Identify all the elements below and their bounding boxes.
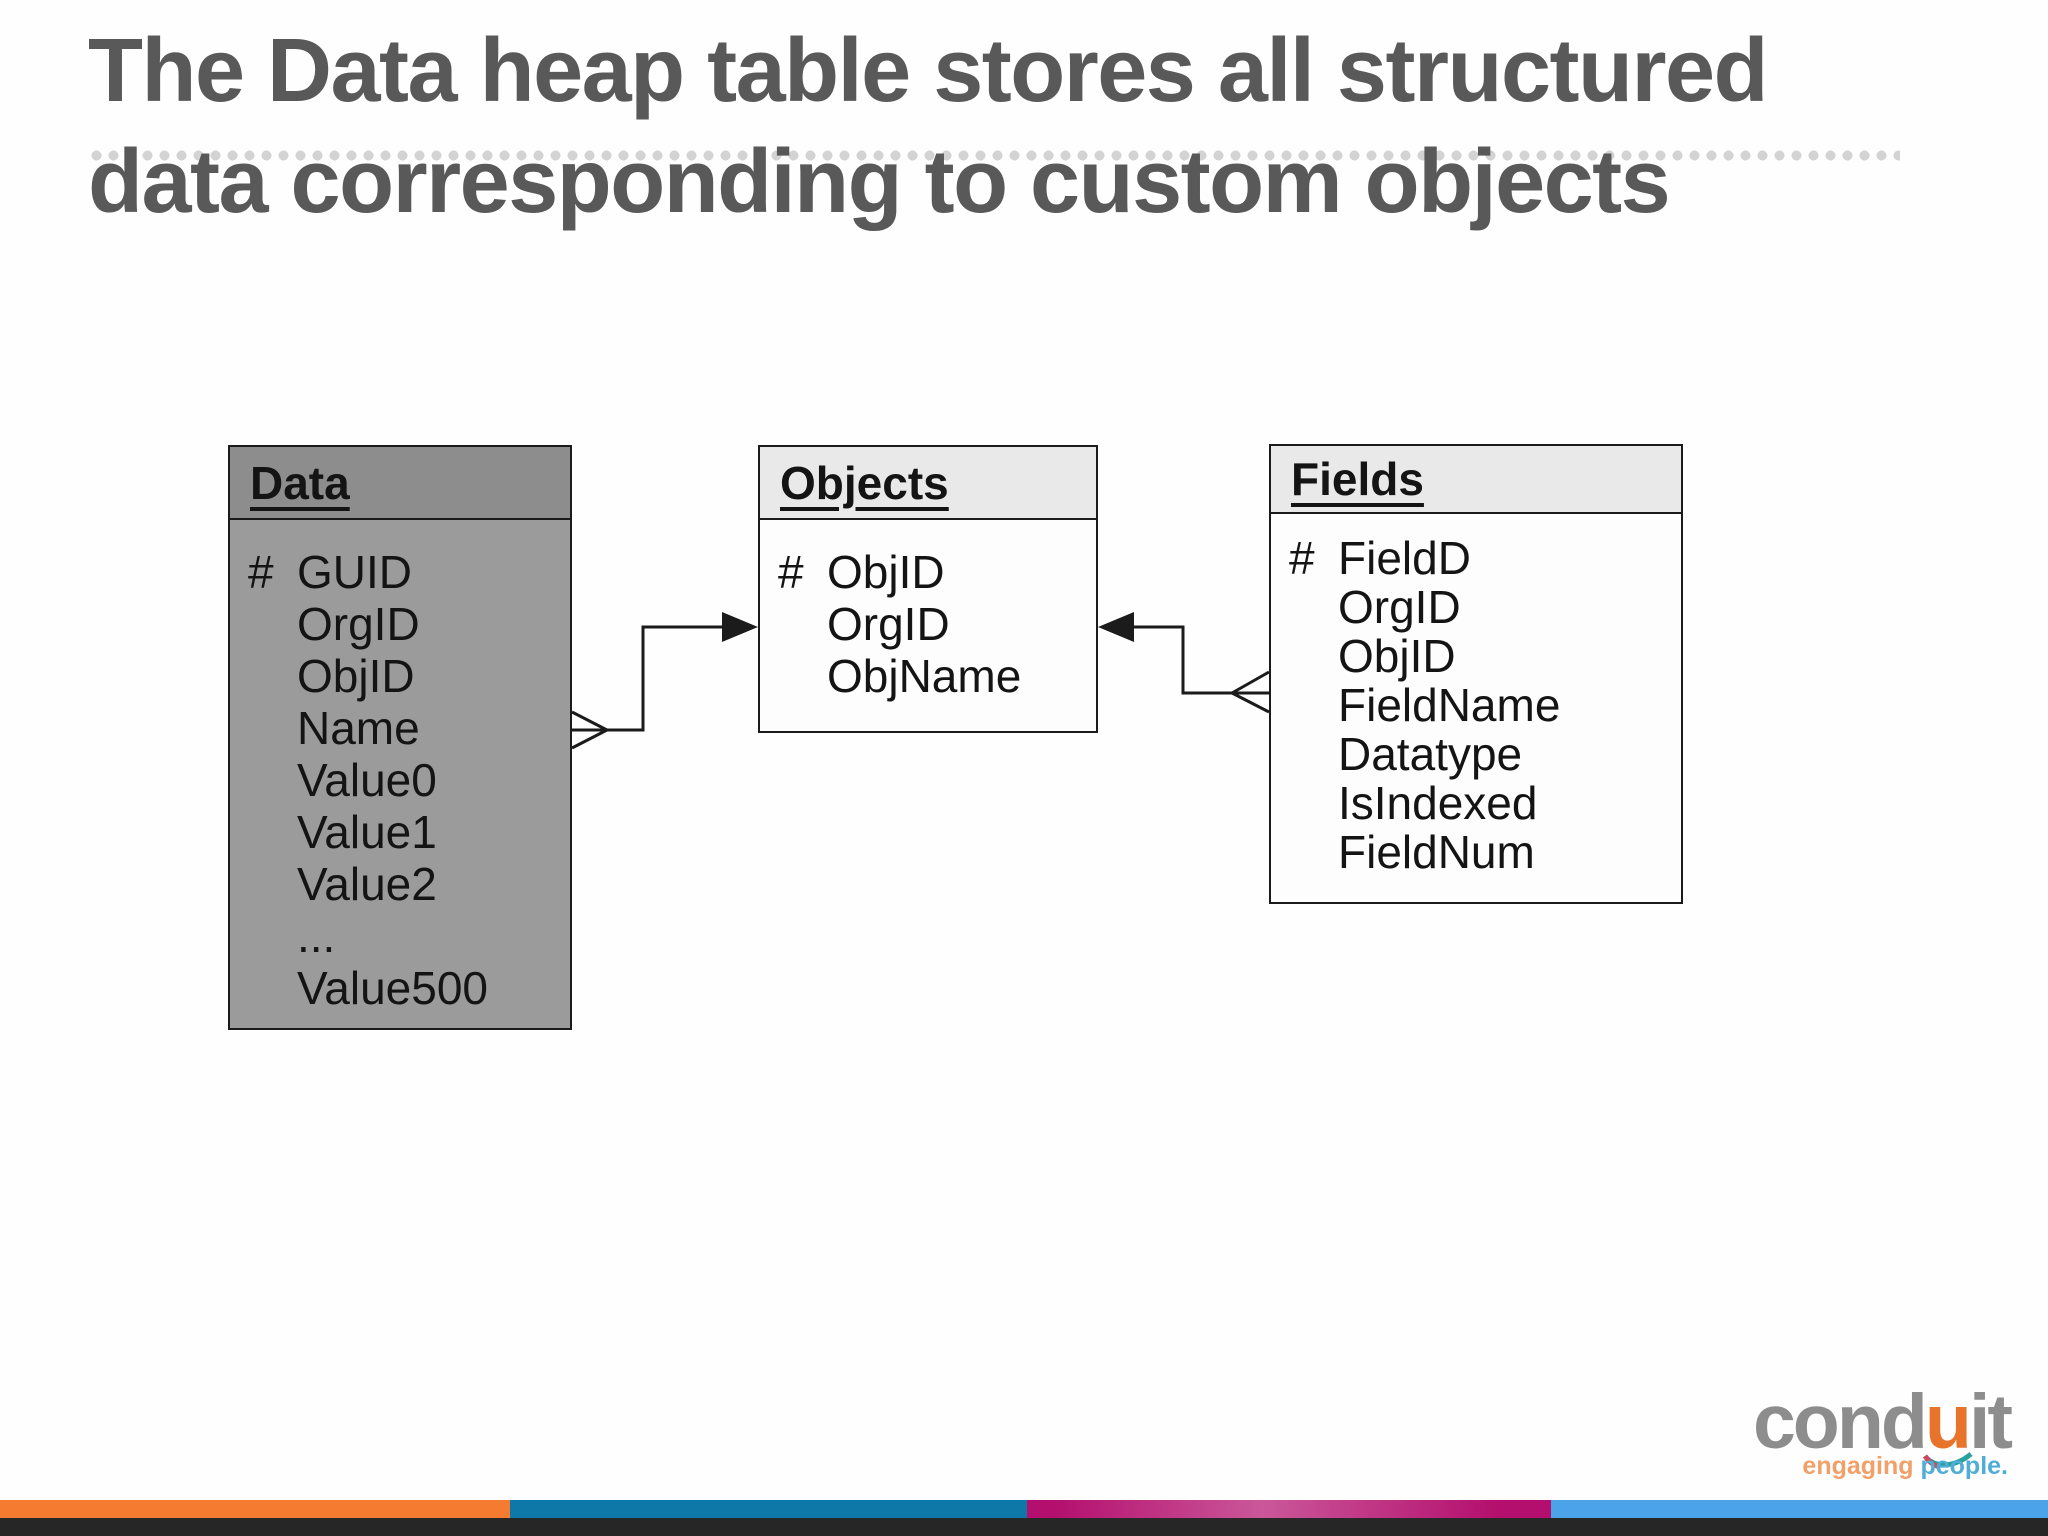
table-header: Data: [230, 447, 570, 520]
table-row: # GUID: [230, 546, 570, 598]
footer-stripe-orange: [0, 1500, 510, 1518]
primary-key-marker: [1289, 730, 1338, 779]
primary-key-marker: [248, 910, 297, 962]
table-row: Value2: [230, 858, 570, 910]
table-row: Value1: [230, 806, 570, 858]
field-name: ObjName: [827, 650, 1022, 702]
dotted-divider: [88, 149, 1900, 162]
primary-key-marker: [778, 650, 827, 702]
field-name: Value0: [297, 754, 437, 806]
page-title: The Data heap table stores all structure…: [88, 16, 1769, 238]
primary-key-marker: [248, 962, 297, 1014]
primary-key-marker: [1289, 632, 1338, 681]
primary-key-marker: [248, 806, 297, 858]
field-name: FieldD: [1338, 532, 1471, 584]
primary-key-marker: [1289, 828, 1338, 877]
table-row: ObjName: [760, 650, 1096, 702]
field-name: ObjID: [297, 650, 415, 702]
table-title: Data: [250, 456, 350, 509]
primary-key-marker: [248, 858, 297, 910]
primary-key-marker: [1289, 583, 1338, 632]
primary-key-marker: [248, 650, 297, 702]
field-name: FieldName: [1338, 679, 1561, 731]
field-name: Value500: [297, 962, 488, 1014]
table-row: ObjID: [230, 650, 570, 702]
primary-key-marker: [248, 702, 297, 754]
crow-foot-many-icon: [571, 710, 608, 750]
field-name: Datatype: [1338, 728, 1523, 780]
logo-part-it: it: [1968, 1379, 2013, 1465]
field-name: Value1: [297, 806, 437, 858]
primary-key-marker: [248, 598, 297, 650]
tagline-people: people.: [1920, 1452, 2008, 1480]
arrowhead-left-icon: [1098, 612, 1134, 642]
primary-key-marker: [1289, 779, 1338, 828]
primary-key-marker: #: [1289, 532, 1315, 584]
crow-foot-many-icon: [1231, 670, 1270, 714]
table-row: Name: [230, 702, 570, 754]
footer-stripe-blue: [510, 1500, 1027, 1518]
table-row: Value500: [230, 962, 570, 1014]
logo-tagline: engaging people.: [1802, 1452, 2008, 1481]
field-name: ...: [297, 910, 336, 962]
table-row: # FieldD: [1271, 534, 1681, 583]
field-name: IsIndexed: [1338, 777, 1538, 829]
footer-stripe-dark: [0, 1518, 2048, 1536]
table-row: ObjID: [1271, 632, 1681, 681]
field-name: OrgID: [297, 598, 420, 650]
logo-part-cond: cond: [1752, 1379, 1928, 1465]
table-row: Datatype: [1271, 730, 1681, 779]
table-header: Objects: [760, 447, 1096, 520]
primary-key-marker: [778, 598, 827, 650]
table-row: OrgID: [760, 598, 1096, 650]
table-header: Fields: [1271, 446, 1681, 514]
table-title: Fields: [1291, 453, 1424, 505]
field-name: GUID: [297, 546, 412, 598]
table-row: FieldName: [1271, 681, 1681, 730]
primary-key-marker: [1289, 681, 1338, 730]
footer-stripe-magenta: [1027, 1500, 1551, 1518]
table-row: IsIndexed: [1271, 779, 1681, 828]
table-row: Value0: [230, 754, 570, 806]
connector-data-objects: [571, 612, 758, 750]
table-title: Objects: [780, 456, 949, 509]
primary-key-marker: #: [248, 546, 274, 598]
field-name: OrgID: [827, 598, 950, 650]
table-row: FieldNum: [1271, 828, 1681, 877]
field-name: ObjID: [827, 546, 945, 598]
field-name: Name: [297, 702, 420, 754]
logo-swoosh-icon: [1922, 1452, 1973, 1469]
title-line-2: data corresponding to custom objects: [88, 132, 1671, 232]
table-row: OrgID: [230, 598, 570, 650]
field-name: ObjID: [1338, 630, 1456, 682]
field-name: FieldNum: [1338, 826, 1535, 878]
footer-stripe-lightblue: [1551, 1500, 2048, 1518]
title-line-1: The Data heap table stores all structure…: [88, 21, 1769, 121]
logo-part-u: u: [1922, 1378, 1973, 1469]
table-row: OrgID: [1271, 583, 1681, 632]
arrowhead-right-icon: [722, 612, 758, 642]
table-row: ...: [230, 910, 570, 962]
table-row: # ObjID: [760, 546, 1096, 598]
primary-key-marker: [248, 754, 297, 806]
field-name: Value2: [297, 858, 437, 910]
connector-fields-objects: [1098, 612, 1270, 714]
primary-key-marker: #: [778, 546, 804, 598]
field-name: OrgID: [1338, 581, 1461, 633]
tagline-engaging: engaging: [1802, 1452, 1921, 1480]
